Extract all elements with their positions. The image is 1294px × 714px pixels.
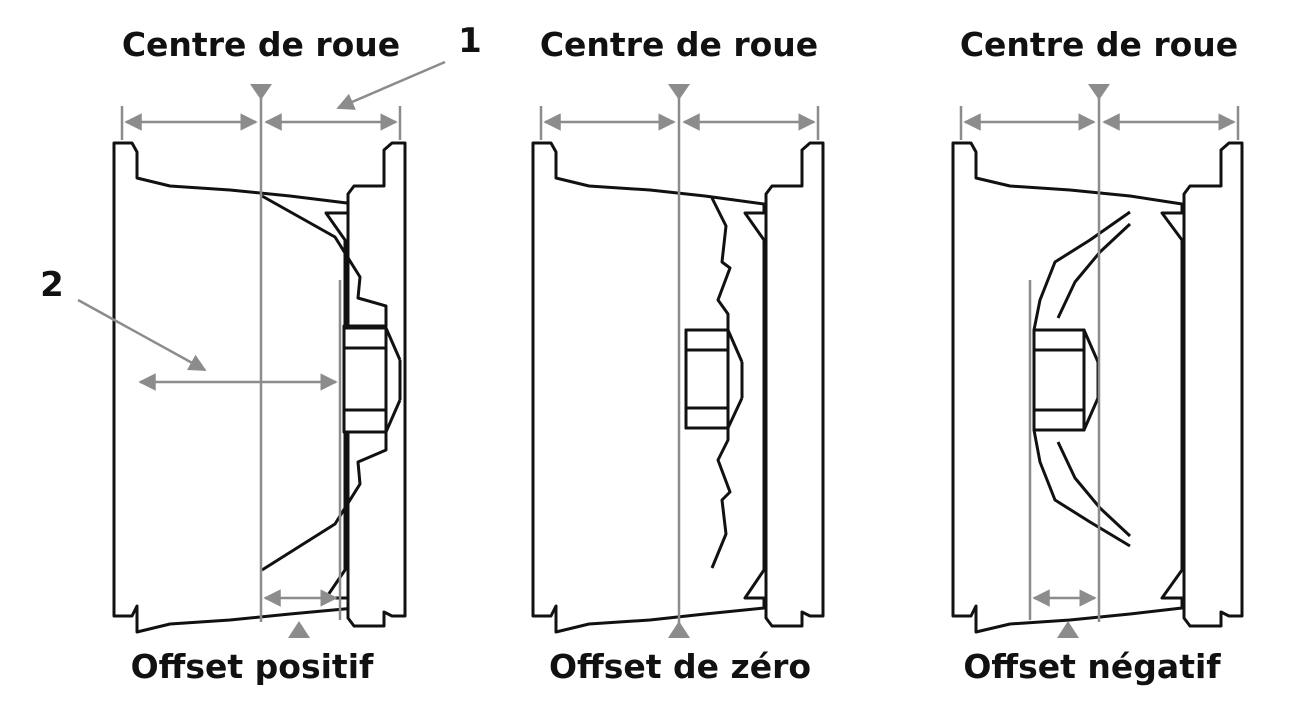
guides-positive <box>77 60 446 638</box>
wheel-profile-zero <box>531 141 825 634</box>
wheel-profile-positive <box>112 141 407 634</box>
callout-number-1: 1 <box>458 21 482 61</box>
wheel-center-label-1: Centre de roue <box>122 25 400 64</box>
callout-number-2: 2 <box>40 265 64 305</box>
panel-zero-offset: Centre de roue Offset de zéro <box>531 25 825 686</box>
wheel-profile-negative <box>951 141 1244 634</box>
guides-zero <box>539 84 820 638</box>
panel-negative-offset: Centre de roue Offset négatif <box>951 25 1244 686</box>
panel-positive-offset: Centre de roue 1 Offset positif 2 <box>40 21 482 686</box>
negative-offset-label: Offset négatif <box>963 647 1221 686</box>
wheel-center-label-3: Centre de roue <box>960 25 1238 64</box>
positive-offset-label: Offset positif <box>131 647 374 686</box>
zero-offset-label: Offset de zéro <box>549 647 811 686</box>
wheel-center-label-2: Centre de roue <box>540 25 818 64</box>
guides-negative <box>959 84 1240 638</box>
